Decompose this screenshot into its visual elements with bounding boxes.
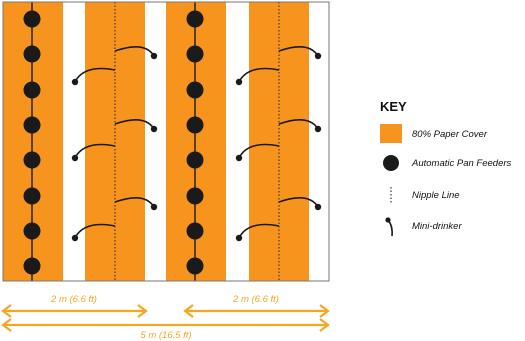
key-label-nipple-line: Nipple Line [412, 190, 460, 201]
drinker-hose-2-left-3 [238, 223, 280, 239]
key-legend: KEY 80% Paper Cover Automatic Pan Feeder… [380, 99, 512, 237]
right-span-label: 2 m (6.6 ft) [232, 294, 279, 305]
mini-drinker-2-right-3 [314, 203, 322, 211]
left-span-arrow-head-right [137, 304, 148, 318]
pan-feeder-2-7 [186, 222, 204, 240]
drinker-hose-2-left-1 [238, 67, 280, 83]
mini-drinker-icon [385, 217, 393, 237]
right-span-arrow-head-left [183, 304, 194, 318]
drinker-hose-2-left-2 [238, 143, 280, 159]
total-span-arrow [1, 318, 330, 332]
pan-feeder-1-6 [23, 187, 41, 205]
left-span-arrow-head-left [1, 304, 12, 318]
mini-drinker-1-right-2 [150, 125, 158, 133]
paper-cover-strips [3, 2, 309, 281]
left-span-label: 2 m (6.6 ft) [50, 294, 97, 305]
mini-drinker-1-right-1 [150, 52, 158, 60]
mini-drinker-2-left-3 [235, 234, 243, 242]
mini-drinker-2-right-1 [314, 52, 322, 60]
pan-feeder-1-5 [23, 151, 41, 169]
mini-drinker-1-left-2 [71, 154, 79, 162]
mini-drinker-1-left-3 [71, 234, 79, 242]
paper-strip-4 [249, 2, 309, 281]
left-span-arrow [1, 304, 148, 318]
total-span-arrow-head-left [1, 318, 12, 332]
pan-feeder-1-8 [23, 257, 41, 275]
mini-drinkers [71, 46, 322, 242]
barn-frame [2, 1, 330, 282]
mini-drinker-1-right-3 [150, 203, 158, 211]
pan-feeder-1-3 [23, 81, 41, 99]
drinker-hose-1-left-3 [74, 223, 116, 239]
nipple-lines [114, 2, 280, 281]
pan-feeder-2-3 [186, 81, 204, 99]
dimension-markers [1, 304, 330, 332]
key-label-paper-cover: 80% Paper Cover [412, 129, 488, 140]
key-title: KEY [380, 99, 407, 114]
pan-feeder-2-2 [186, 45, 204, 63]
black-dot-icon [383, 155, 399, 171]
orange-square-icon [380, 124, 402, 143]
right-span-arrow [183, 304, 330, 318]
paper-strip-2 [85, 2, 145, 281]
key-label-mini-drinker: Mini-drinker [412, 221, 462, 232]
pan-feeder-2-1 [186, 10, 204, 28]
mini-drinker-2-left-2 [235, 154, 243, 162]
mini-drinker-2-right-2 [314, 125, 322, 133]
pan-feeder-1-1 [23, 10, 41, 28]
drinker-hose-1-left-2 [74, 143, 116, 159]
mini-drinker-2-left-1 [235, 78, 243, 86]
drinker-hose-1-left-1 [74, 67, 116, 83]
mini-drinker-1-left-1 [71, 78, 79, 86]
pan-feeder-1-2 [23, 45, 41, 63]
key-label-pan-feeders: Automatic Pan Feeders [411, 158, 512, 169]
right-span-arrow-head-right [319, 304, 330, 318]
pan-feeder-2-6 [186, 187, 204, 205]
pan-feeder-1-7 [23, 222, 41, 240]
pan-feeder-1-4 [23, 116, 41, 134]
total-span-arrow-head-right [319, 318, 330, 332]
pan-feeder-2-8 [186, 257, 204, 275]
pan-feeder-2-5 [186, 151, 204, 169]
total-span-label: 5 m (16.5 ft) [140, 330, 191, 341]
pan-feeder-lines [23, 2, 204, 281]
pan-feeder-2-4 [186, 116, 204, 134]
